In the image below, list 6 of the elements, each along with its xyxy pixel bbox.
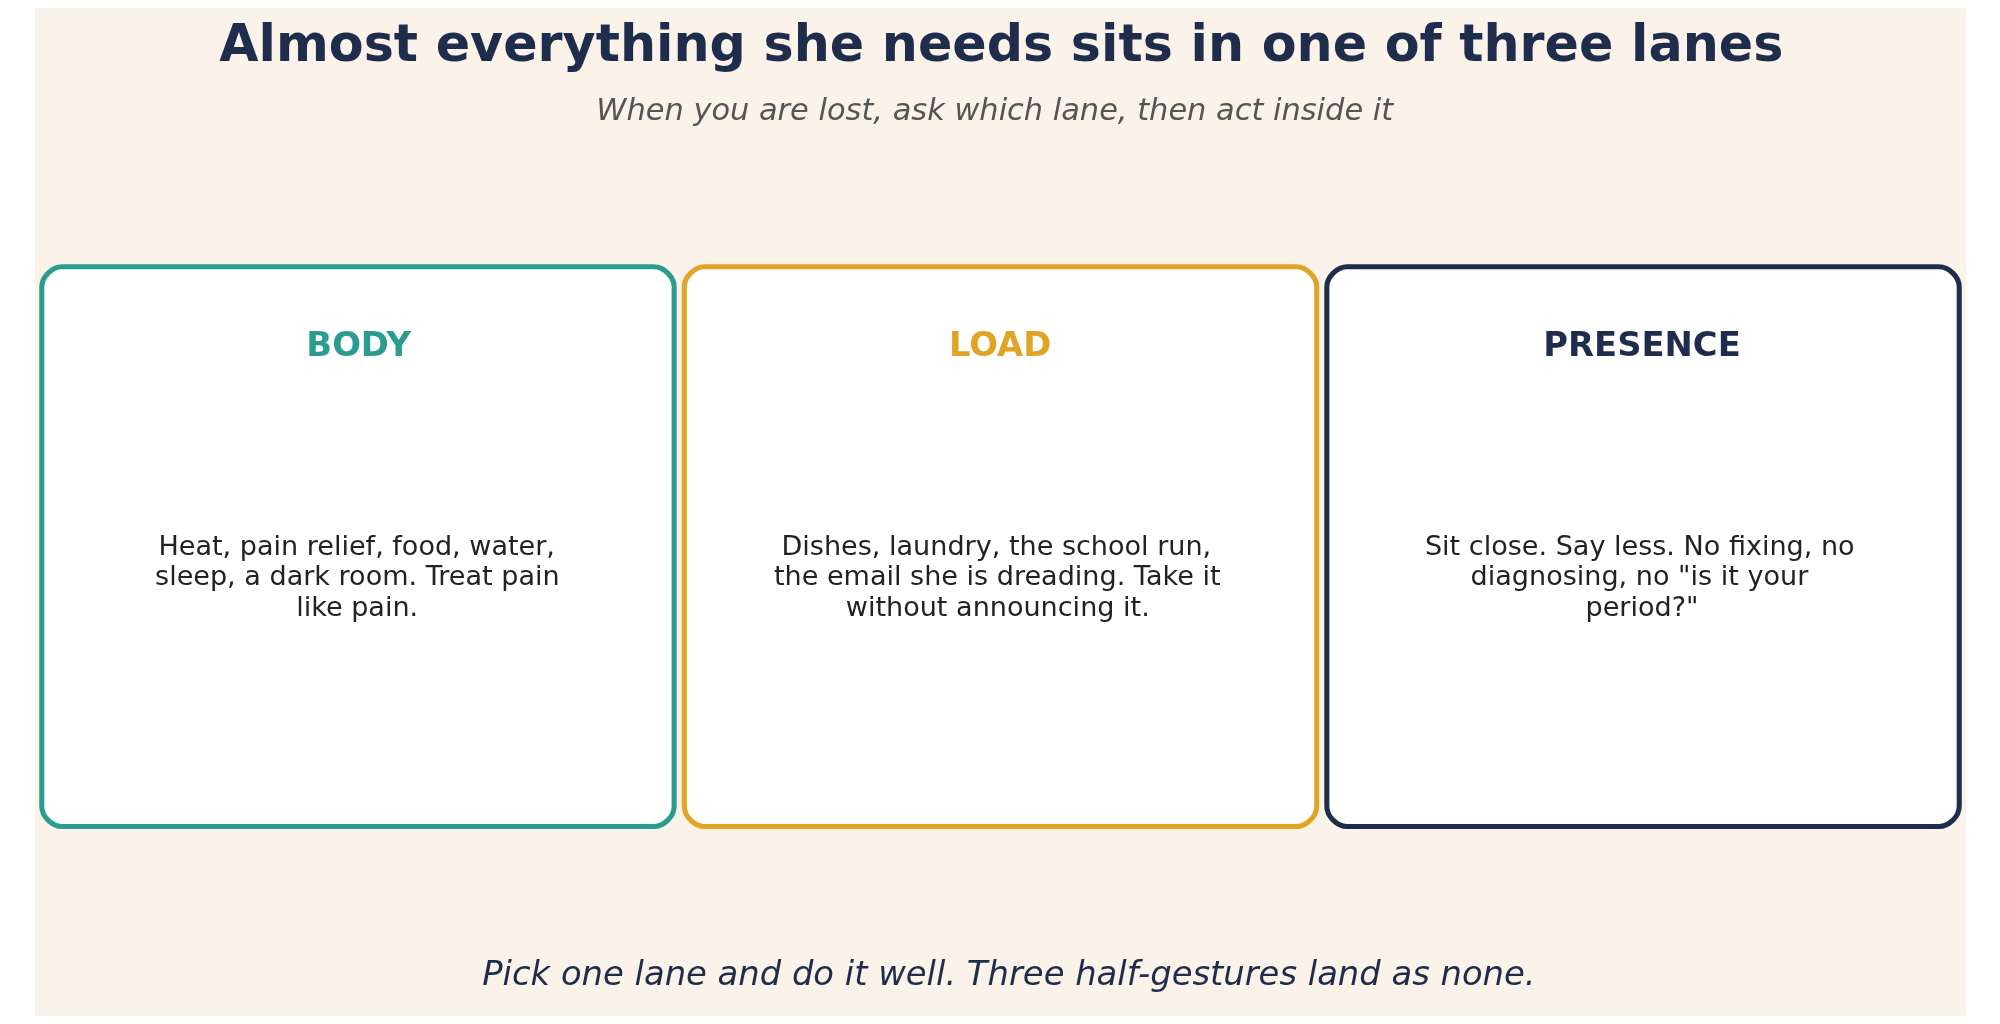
- node-box: PRESENCE Sit close. Say less. No fixing, no diagnosing, no "is it your period?": [1323, 264, 1962, 830]
- label: Pick one lane and do it well. Three half-gestures land as none.: [481, 954, 1536, 994]
- diagram-title: Almost everything she needs sits in one of three lanes: [218, 13, 1783, 73]
- node-box: BODY Heat, pain relief, food, water, sleep, a dark room. Treat pain like pain.: [38, 264, 677, 830]
- node-box: LOAD Dishes, laundry, the school run, the email she is dreading. Take it without announcing it.: [681, 264, 1319, 830]
- label: When you are lost, ask which lane, then act inside it: [595, 92, 1393, 128]
